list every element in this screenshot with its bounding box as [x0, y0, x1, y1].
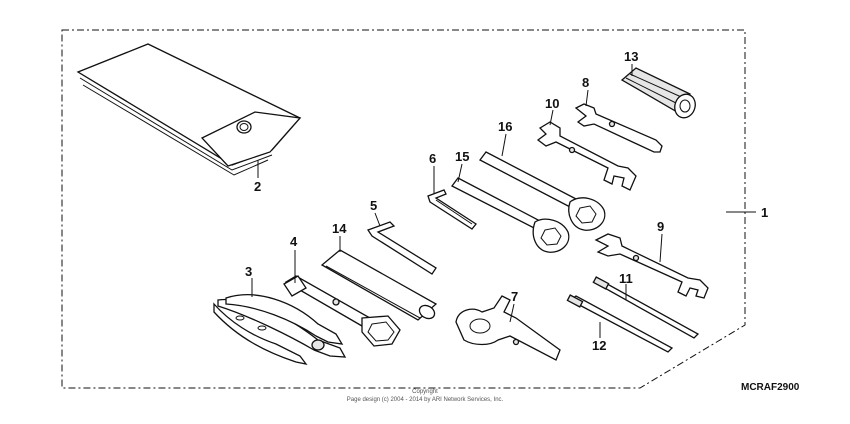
diagram-code: MCRAF2900 [741, 382, 800, 393]
callout-15: 15 [455, 149, 469, 164]
leader-5 [374, 212, 381, 227]
callout-14: 14 [332, 221, 347, 236]
callout-16: 16 [498, 119, 512, 134]
leader-9 [659, 233, 663, 263]
hex-key-5[interactable] [367, 221, 437, 275]
callout-1: 1 [761, 205, 768, 220]
pin-spanner[interactable] [455, 295, 561, 361]
leader-10 [549, 109, 554, 126]
callout-2: 2 [254, 179, 261, 194]
callout-12: 12 [592, 338, 606, 353]
screwdriver-blade-12[interactable] [566, 294, 674, 353]
callout-13: 13 [624, 49, 638, 64]
screwdriver-blade-11[interactable] [592, 276, 700, 339]
assembly-boundary [61, 29, 746, 389]
copyright-line-2: Page design (c) 2004 - 2014 by ARI Netwo… [347, 397, 504, 403]
screwdriver-handle[interactable] [620, 67, 699, 121]
open-wrench-9[interactable] [594, 233, 709, 299]
box-wrench-15[interactable] [451, 177, 570, 253]
callout-7: 7 [511, 289, 518, 304]
leader-8 [585, 89, 589, 107]
tool-bag[interactable] [76, 43, 302, 176]
handle-bar[interactable] [320, 249, 438, 321]
callout-4: 4 [290, 234, 298, 249]
callout-11: 11 [619, 271, 633, 286]
callout-5: 5 [370, 198, 377, 213]
socket-wrench[interactable] [283, 275, 401, 347]
callout-8: 8 [582, 75, 589, 90]
callout-3: 3 [245, 264, 252, 279]
callout-9: 9 [657, 219, 664, 234]
leader-16 [501, 133, 507, 157]
callout-6: 6 [429, 151, 436, 166]
pliers[interactable] [213, 294, 347, 365]
hex-key-6[interactable] [427, 189, 477, 230]
leader-7 [509, 303, 515, 323]
box-wrench-16[interactable] [479, 151, 606, 231]
copyright-line-1: Copyright [412, 389, 438, 395]
open-wrench-10[interactable] [536, 121, 637, 191]
callout-10: 10 [545, 96, 559, 111]
leader-15 [457, 163, 463, 183]
open-wrench-8[interactable] [574, 103, 663, 153]
